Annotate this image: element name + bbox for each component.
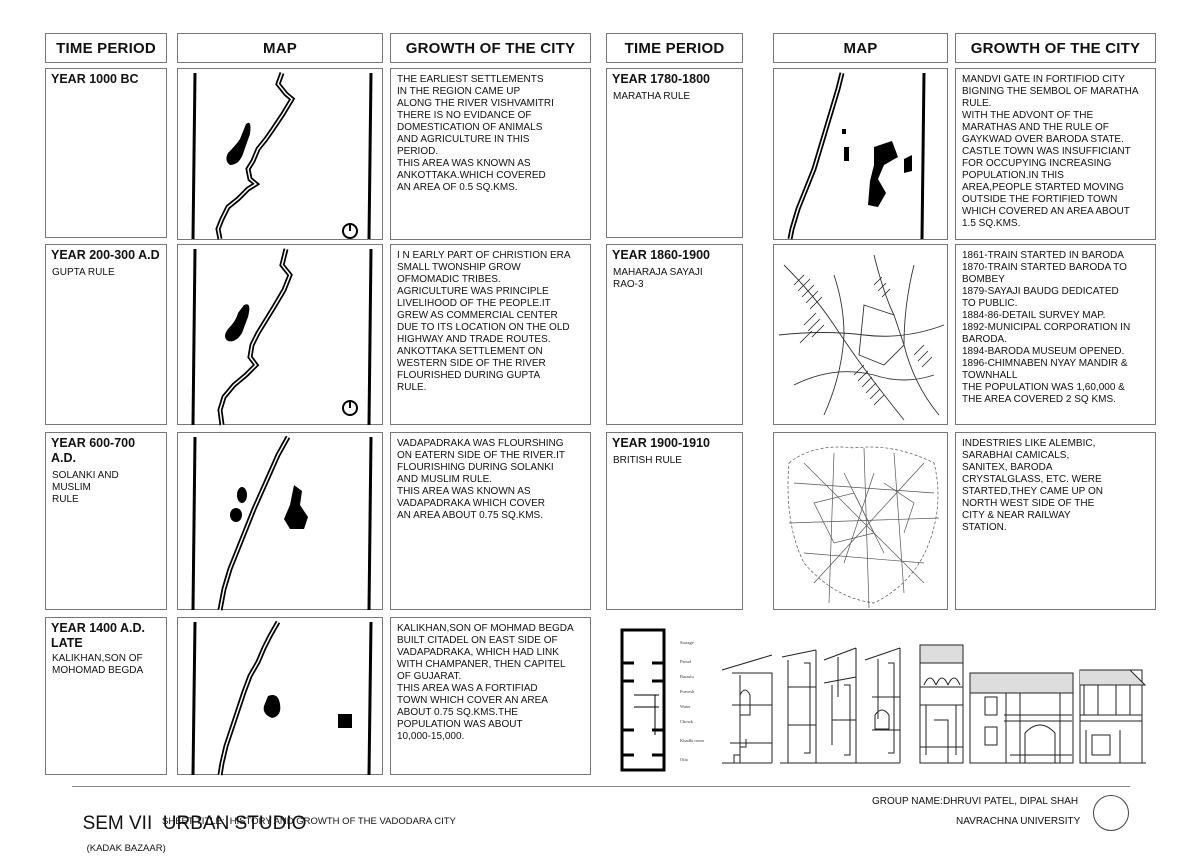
growth-text: MANDVI GATE IN FORTIFIOD CITY BIGNING TH… — [955, 68, 1156, 240]
sheet-title: SHEET TITLE: HISTORY AND GROWTH OF THE V… — [162, 816, 456, 827]
plan-label: Water — [680, 704, 691, 709]
period-cell: YEAR 600-700 A.D. SOLANKI AND MUSLIM RUL… — [45, 432, 167, 610]
plan-label: Khadki room — [680, 738, 704, 743]
map-600ad — [177, 432, 383, 611]
river-map — [191, 72, 373, 240]
group-name: GROUP NAME:DHRUVI PATEL, DIPAL SHAH — [872, 796, 1079, 807]
period-year: YEAR 1900-1910 — [612, 436, 710, 450]
period-year: YEAR 1780-1800 — [612, 72, 710, 86]
period-cell: YEAR 1780-1800 MARATHA RULE — [606, 68, 743, 238]
period-rule: MAHARAJA SAYAJI RAO-3 — [613, 267, 703, 290]
map-1900 — [773, 432, 948, 610]
period-cell: YEAR 1900-1910 BRITISH RULE — [606, 432, 743, 610]
map-1860 — [773, 244, 948, 425]
elevation-sketches — [720, 615, 1160, 780]
house-plan-sketch: Storage Parsal Baraslu Pravesh Water Cho… — [612, 625, 722, 775]
period-year: YEAR 600-700 A.D. — [51, 436, 136, 465]
growth-text: 1861-TRAIN STARTED IN BARODA 1870-TRAIN … — [955, 244, 1156, 425]
period-rule: MARATHA RULE — [613, 91, 691, 102]
section-2 — [780, 649, 820, 764]
elevation-wide — [969, 672, 1074, 764]
settlement-blob — [868, 141, 898, 207]
settlement-blob — [284, 485, 308, 529]
map-1000bc — [177, 68, 383, 240]
river-map — [191, 435, 373, 611]
header-growth: GROWTH OF THE CITY — [390, 33, 591, 63]
period-year: YEAR 200-300 A.D — [51, 248, 160, 262]
period-cell: YEAR 1860-1900 MAHARAJA SAYAJI RAO-3 — [606, 244, 743, 425]
plan-label: Otla — [680, 757, 688, 762]
period-rule: BRITISH RULE — [613, 455, 682, 466]
settlement-blob — [225, 304, 250, 342]
header-time-period: TIME PERIOD — [45, 33, 167, 63]
studio-subtitle: (KADAK BAZAAR) — [86, 843, 166, 854]
map-200ad — [177, 244, 383, 426]
growth-text: THE EARLIEST SETTLEMENTS IN THE REGION C… — [390, 68, 591, 240]
elevation-right — [1079, 669, 1147, 764]
period-year: YEAR 1400 A.D. LATE — [51, 621, 146, 650]
plan-label: Parsal — [680, 659, 691, 664]
elevation-tall — [919, 644, 964, 764]
section-1 — [721, 654, 773, 764]
section-3 — [820, 647, 860, 764]
citadel — [338, 714, 352, 728]
growth-text: VADAPADRAKA WAS FLOURSHING ON EATERN SID… — [390, 432, 591, 610]
plan-label: Baraslu — [680, 674, 694, 679]
period-year: YEAR 1860-1900 — [612, 248, 710, 262]
plan-label: Chowk — [680, 719, 694, 724]
street-map — [787, 446, 940, 609]
period-rule: GUPTA RULE — [52, 267, 115, 278]
footer-divider — [72, 786, 1130, 787]
building-elevations — [721, 644, 1147, 764]
header-map-right: MAP — [773, 33, 948, 63]
period-rule: KALIKHAN,SON OF MOHOMAD BEGDA — [52, 653, 144, 676]
street-map — [778, 254, 945, 421]
settlement-blob — [226, 122, 251, 165]
river-map — [787, 72, 926, 240]
header-time-period-right: TIME PERIOD — [606, 33, 743, 63]
map-1400ad — [177, 617, 383, 776]
section-4 — [860, 647, 901, 764]
river-map — [191, 620, 373, 776]
growth-text: KALIKHAN,SON OF MOHMAD BEGDA BUILT CITAD… — [390, 617, 591, 775]
map-1780 — [773, 68, 948, 240]
growth-text: I N EARLY PART OF CHRISTION ERA SMALL TW… — [390, 244, 591, 425]
university-name: NAVRACHNA UNIVERSITY — [956, 816, 1081, 827]
studio-title: SEM VII URBAN STUDIO — [82, 813, 307, 834]
growth-text: INDESTRIES LIKE ALEMBIC, SARABHAI CAMICA… — [955, 432, 1156, 610]
period-cell: YEAR 1000 BC — [45, 68, 167, 238]
plan-label: Storage — [680, 640, 694, 645]
period-rule: SOLANKI AND MUSLIM RULE — [52, 470, 119, 505]
period-cell: YEAR 1400 A.D. LATE KALIKHAN,SON OF MOHO… — [45, 617, 167, 775]
period-year: YEAR 1000 BC — [51, 72, 139, 86]
header-growth-right: GROWTH OF THE CITY — [955, 33, 1156, 63]
river-map — [191, 248, 373, 426]
floor-plan-drawing — [620, 628, 666, 772]
logo-circle-icon — [1093, 795, 1129, 831]
plan-label: Pravesh — [680, 689, 695, 694]
period-cell: YEAR 200-300 A.D GUPTA RULE — [45, 244, 167, 425]
header-map: MAP — [177, 33, 383, 63]
settlement-blob — [263, 695, 281, 718]
